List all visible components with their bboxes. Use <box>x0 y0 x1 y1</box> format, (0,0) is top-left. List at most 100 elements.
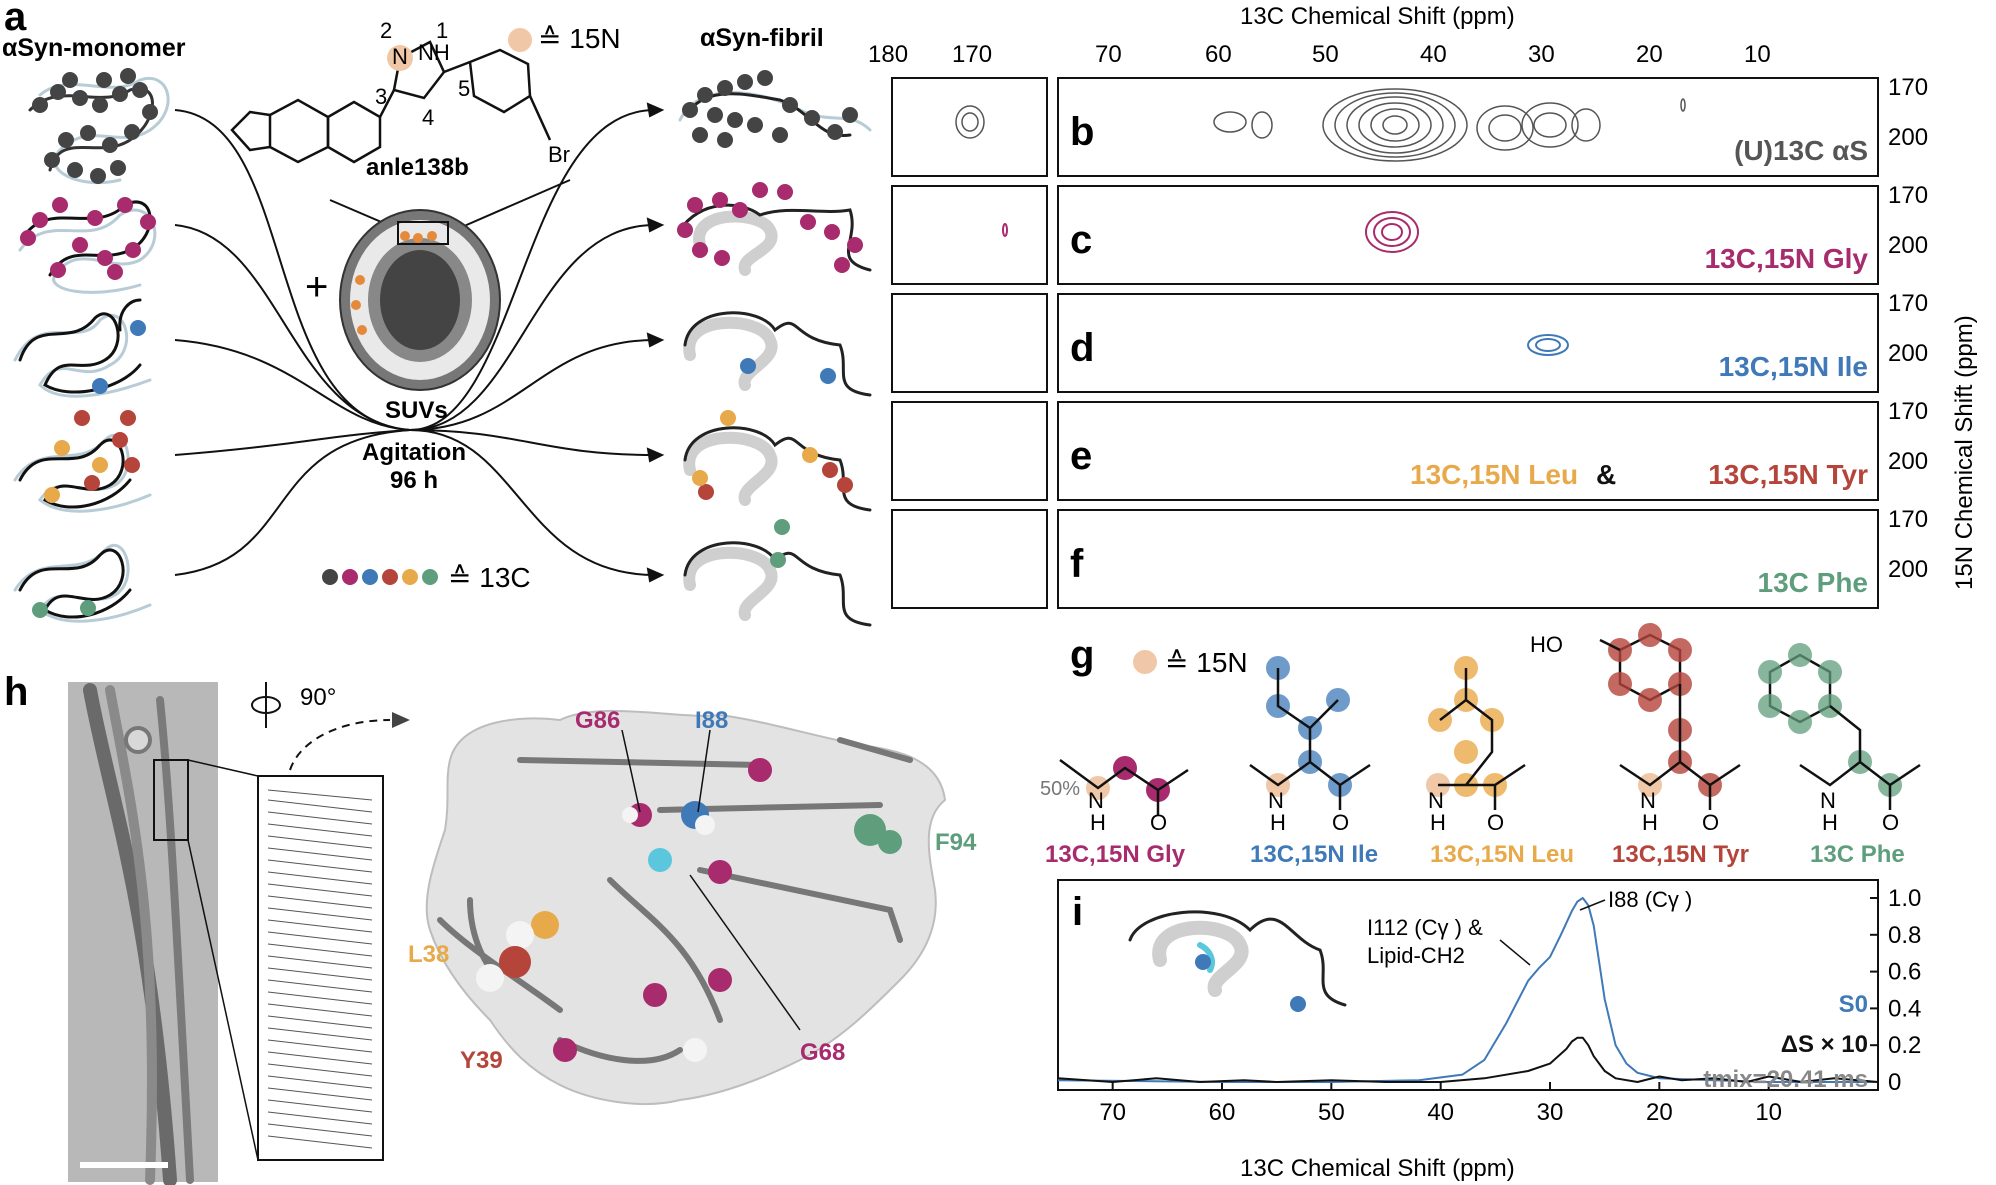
panel-label-e: e <box>1070 434 1092 478</box>
phe-n-label: N <box>1820 788 1836 813</box>
leu-o-label: O <box>1487 810 1504 835</box>
atom-number-2: 2 <box>380 18 392 43</box>
leu-h-label: H <box>1430 810 1446 835</box>
y-tick-label-0.8: 0.8 <box>1888 922 1921 949</box>
tyr-h-label: H <box>1642 810 1658 835</box>
residue-i88: I88 <box>695 707 728 734</box>
fibril-side-stripes <box>267 789 373 1149</box>
gly-n-label: N <box>1088 788 1104 813</box>
row-c-label: 13C,15N Gly <box>1705 243 1869 274</box>
annotation-i112: I112 (Cγ ) & <box>1367 915 1483 940</box>
legend-delta-s: ΔS × 10 <box>1781 1031 1868 1058</box>
row-b-right-frame <box>1057 77 1879 177</box>
y-tick-label-0.6: 0.6 <box>1888 959 1921 986</box>
tick-b-200: 200 <box>1888 124 1928 151</box>
y-ticks-right: 170 200 170 200 170 200 170 200 170 200 <box>1888 74 1928 583</box>
fibril-side-view <box>257 775 384 1161</box>
ile-structure <box>1249 656 1371 810</box>
tick-60: 60 <box>1205 41 1232 68</box>
zoom-line-top <box>187 759 259 777</box>
row-b-contours <box>955 88 1686 162</box>
phe-o-label: O <box>1882 810 1899 835</box>
chart-i-inset-cartoon <box>1128 910 1347 1012</box>
tyr-ho-label: HO <box>1530 632 1563 657</box>
series-delta-s-line <box>1057 1036 1879 1083</box>
panel-label-b: b <box>1070 110 1094 154</box>
x-tick-label-60: 60 <box>1209 1099 1236 1126</box>
row-b: b (U)13C αS <box>891 77 1879 177</box>
rotate-dashed-arrow <box>289 719 391 771</box>
rotation-arrow <box>251 682 281 728</box>
panel-label-a: a <box>4 0 27 39</box>
gly-h-label: H <box>1090 810 1106 835</box>
amino-acid-structures <box>1059 623 1921 815</box>
chart-i-x-title: 13C Chemical Shift (ppm) <box>1240 1155 1515 1182</box>
monomer-ile <box>13 298 152 398</box>
y-tick-label-1: 1.0 <box>1888 885 1921 912</box>
em-fibrils <box>83 683 194 1185</box>
panel-g: g ≙ 15N 50% <box>1040 623 1921 868</box>
tick-170: 170 <box>952 41 992 68</box>
x-tick-label-20: 20 <box>1646 1099 1673 1126</box>
row-e-left-frame <box>891 401 1048 501</box>
residue-g86: G86 <box>575 707 620 734</box>
residue-y39: Y39 <box>460 1047 503 1074</box>
residue-spheres <box>476 758 902 1062</box>
panel-label-c: c <box>1070 218 1092 262</box>
g-n15-legend-dot <box>1133 650 1157 674</box>
y-tick-label-0.2: 0.2 <box>1888 1032 1921 1059</box>
tyr-n-label: N <box>1640 788 1656 813</box>
n15-legend-dot <box>508 28 532 52</box>
plus-sign: + <box>305 265 328 309</box>
y-axis-title: 15N Chemical Shift (ppm) <box>1951 315 1978 590</box>
row-b-label: (U)13C αS <box>1734 135 1868 166</box>
residue-f94: F94 <box>935 829 977 856</box>
aa-label-phe: 13C Phe <box>1810 841 1905 868</box>
annotation-lipid: Lipid-CH2 <box>1367 943 1465 968</box>
monomer-leu-tyr <box>13 410 152 513</box>
ile-h-label: H <box>1270 810 1286 835</box>
chart-i-annotations: I112 (Cγ ) & Lipid-CH2 I88 (Cγ ) <box>1367 887 1692 968</box>
chart-i-legend: S0 ΔS × 10 tmix=20.41 ms <box>1703 991 1868 1093</box>
tick-e-200: 200 <box>1888 448 1928 475</box>
aa-label-ile: 13C,15N Ile <box>1250 841 1378 868</box>
gly-fraction: 50% <box>1040 778 1080 800</box>
row-f-left-frame <box>891 509 1048 609</box>
residue-g68: G68 <box>800 1039 845 1066</box>
fibril-phe <box>683 519 872 627</box>
phe-h-label: H <box>1822 810 1838 835</box>
ile-o-label: O <box>1332 810 1349 835</box>
panel-label-d: d <box>1070 326 1094 370</box>
fibril-title: αSyn-fibril <box>700 24 824 52</box>
row-c-contours <box>1002 211 1419 253</box>
tick-40: 40 <box>1420 41 1447 68</box>
annotation-i88: I88 (Cγ ) <box>1608 887 1692 912</box>
monomer-cartoons <box>13 68 170 623</box>
panel-h: h 90° <box>4 670 977 1185</box>
phe-structure <box>1758 643 1921 810</box>
nh-label: NH <box>418 40 450 65</box>
row-e-right-frame <box>1057 401 1879 501</box>
suvs-label: SUVs <box>385 397 448 424</box>
fibril-gly <box>677 182 872 276</box>
tick-30: 30 <box>1528 41 1555 68</box>
amino-acid-atom-labels: HO N H O N H O N H O N H O N H O <box>1088 632 1899 835</box>
br-label: Br <box>548 142 570 167</box>
monomer-phe <box>13 543 152 623</box>
legend-tmix: tmix=20.41 ms <box>1703 1066 1868 1093</box>
atom-number-4: 4 <box>422 105 434 130</box>
n15-legend-text: ≙ 15N <box>538 23 621 54</box>
row-d-contours <box>1527 334 1569 356</box>
tick-e-170: 170 <box>1888 398 1928 425</box>
tick-c-170: 170 <box>1888 182 1928 209</box>
g-n15-legend-text: ≙ 15N <box>1165 647 1248 678</box>
tick-d-200: 200 <box>1888 340 1928 367</box>
row-b-left-frame <box>891 77 1048 177</box>
fibril-ile <box>683 311 872 397</box>
panel-label-f: f <box>1070 542 1084 586</box>
em-zoom-box <box>153 759 189 841</box>
anle138b-labels: 1 2 3 4 5 NH N Br anle138b <box>366 18 570 181</box>
y-tick-label-0: 0 <box>1888 1069 1901 1096</box>
tyr-o-label: O <box>1702 810 1719 835</box>
panel-spectra-2d: 13C Chemical Shift (ppm) 180 170 70 60 5… <box>868 3 1978 609</box>
